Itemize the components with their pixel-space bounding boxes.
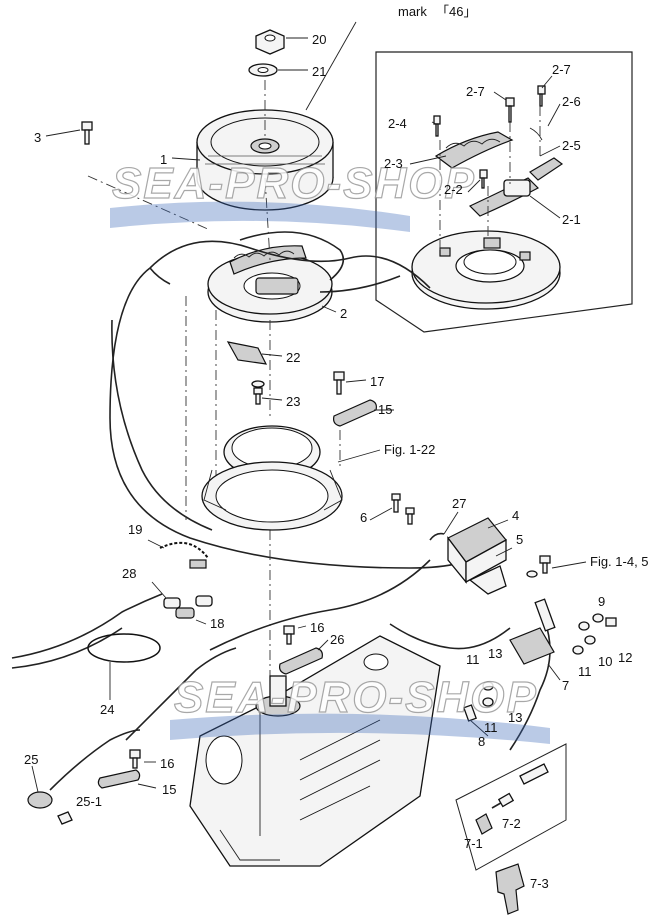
part-label: 26 [330,632,344,647]
part-label: 10 [598,654,612,669]
nuts-washers [463,613,617,722]
part-label: 16 [310,620,324,635]
part-label: 8 [478,734,485,749]
part-label: 27 [452,496,466,511]
part-label: 20 [312,32,326,47]
part-label: 6 [360,510,367,525]
part-label: 15 [162,782,176,797]
screws-6 [391,493,415,525]
part-label: 28 [122,566,136,581]
part-label: 22 [286,350,300,365]
svg-text:SEA-PRO-SHOP: SEA-PRO-SHOP [174,673,538,722]
lead-wire-24 [87,633,161,663]
part-label: 2-5 [562,138,581,153]
part-label: 7-2 [502,816,521,831]
part-label: 25 [24,752,38,767]
part-label: 24 [100,702,114,717]
leader-lines [31,21,587,793]
connector-27 [429,532,445,541]
spark-parts-box [455,743,567,915]
screw-3 [81,121,93,145]
screw-17 [333,371,345,395]
ignition-coil-7 [509,598,556,665]
mark-bracket: 「46」 [436,4,476,19]
part-label: 15 [378,402,392,417]
svg-text:SEA-PRO-SHOP: SEA-PRO-SHOP [112,159,476,208]
part-label: 4 [512,508,519,523]
part-label: 2-6 [562,94,581,109]
part-label: 13 [508,710,522,725]
fig-1-22-callout: Fig. 1-22 [384,442,435,457]
part-labels: 1 2 2-1 2-2 2-3 2-4 2-5 2-6 2-7 2-7 3 4 … [24,32,632,891]
part-label: 1 [160,152,167,167]
wire-clamp-19 [159,541,209,569]
fig-1-4-5-callout: Fig. 1-4, 5 [590,554,649,569]
screw-23 [251,380,265,405]
part-label: 23 [286,394,300,409]
part-label: 2 [340,306,347,321]
part-label: 19 [128,522,142,537]
part-label: 13 [488,646,502,661]
part-label: 2-2 [444,182,463,197]
connector-28 [163,597,181,609]
part-label: 7-3 [530,876,549,891]
part-label: 2-7 [552,62,571,77]
alignment-lines [87,80,341,700]
screws-right [526,555,551,578]
part-label: 11 [578,664,592,679]
callout-labels: mark 「46」 Fig. 1-22 Fig. 1-4, 5 [384,4,649,569]
part-label: 18 [210,616,224,631]
part-label: 16 [160,756,174,771]
stator-plate [207,231,345,323]
part-label: 7 [562,678,569,693]
watermark-top: SEA-PRO-SHOP [110,158,476,232]
part-label: 21 [312,64,326,79]
part-label: 2-3 [384,156,403,171]
engine-block [189,635,441,867]
switch-25 [27,791,73,825]
part-label: 2-7 [466,84,485,99]
connector-18 [175,595,213,619]
part-label: 17 [370,374,384,389]
part-label: 2-1 [562,212,581,227]
plate-15-top [333,399,377,427]
part-label: 11 [484,720,498,735]
part-label: 25-1 [76,794,102,809]
inset-box [375,51,633,333]
base-plate [201,425,343,531]
part-label: 2-4 [388,116,407,131]
part-label: 12 [618,650,632,665]
part-label: 11 [466,652,480,667]
watermark-bottom: SEA-PRO-SHOP [170,672,550,744]
part-label: 9 [598,594,605,609]
wiring [11,240,551,791]
part-label: 3 [34,130,41,145]
screws-16 [129,625,295,769]
mark-callout: mark [398,4,427,19]
pulser-coil-22 [226,341,268,365]
cdi-unit-4 [447,517,507,595]
part-label: 5 [516,532,523,547]
part-label: 7-1 [464,836,483,851]
